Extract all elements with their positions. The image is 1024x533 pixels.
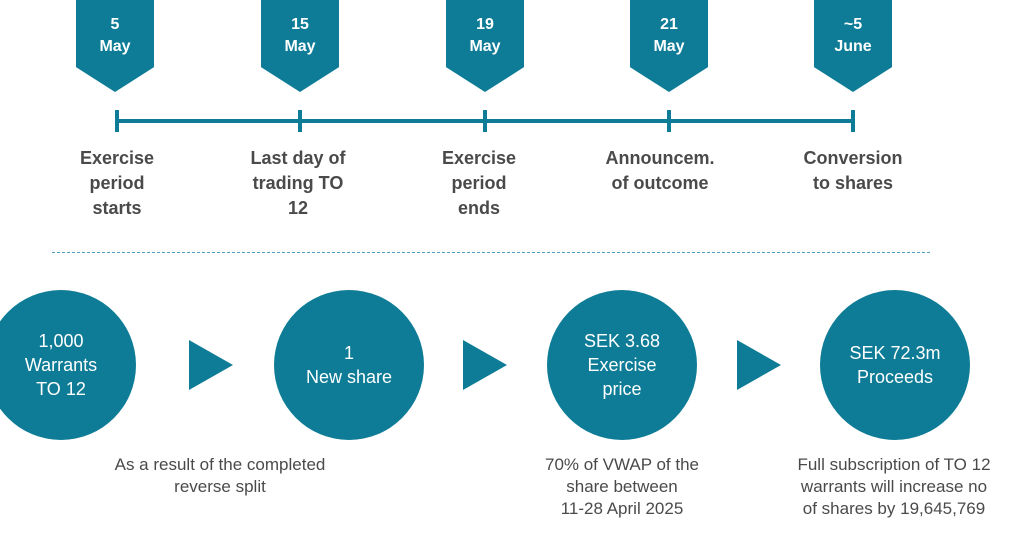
note-line: Full subscription of TO 12 [797, 455, 991, 474]
timeline-tick [851, 110, 855, 132]
note-full-subscription: Full subscription of TO 12 warrants will… [764, 454, 1024, 520]
section-divider [52, 252, 930, 253]
event-label-line: ends [457, 198, 500, 218]
event-label-3: Exercise period ends [404, 146, 554, 221]
flow-circle-exercise-price: SEK 3.68 Exercise price [547, 290, 697, 440]
note-vwap: 70% of VWAP of the share between 11-28 A… [502, 454, 742, 520]
event-label-line: to shares [812, 173, 894, 193]
date-month: May [469, 38, 501, 55]
note-reverse-split: As a result of the completed reverse spl… [60, 454, 380, 498]
flow-line: New share [305, 367, 393, 387]
timeline-tick [298, 110, 302, 132]
event-label-4: Announcem. of outcome [585, 146, 735, 196]
timeline-tick [667, 110, 671, 132]
flow-line: Warrants [24, 355, 98, 375]
event-label-1: Exercise period starts [42, 146, 192, 221]
flow-line: SEK 72.3m [849, 343, 941, 363]
date-day: 5 [110, 16, 120, 33]
flow-circle-new-share: 1 New share [274, 290, 424, 440]
date-month: June [834, 38, 872, 55]
note-line: of shares by 19,645,769 [802, 499, 986, 518]
event-label-line: trading TO [252, 173, 344, 193]
timeline-tick [115, 110, 119, 132]
date-flag-2: 15 May [261, 0, 339, 92]
date-month: May [99, 38, 131, 55]
event-label-line: period [89, 173, 145, 193]
date-month: May [284, 38, 316, 55]
note-line: warrants will increase no [800, 477, 988, 496]
event-label-line: Announcem. [605, 148, 715, 168]
note-line: 70% of VWAP of the [544, 455, 700, 474]
event-label-2: Last day of trading TO 12 [223, 146, 373, 221]
event-label-line: period [451, 173, 507, 193]
date-flag-4: 21 May [630, 0, 708, 92]
flow-circle-warrants: 1,000 Warrants TO 12 [0, 290, 136, 440]
event-label-line: 12 [287, 198, 309, 218]
date-flag-3: 19 May [446, 0, 524, 92]
timeline-tick [483, 110, 487, 132]
date-flag-5: ~5 June [814, 0, 892, 92]
event-label-line: Last day of [250, 148, 346, 168]
note-line: share between [566, 477, 678, 496]
date-flag-1: 5 May [76, 0, 154, 92]
flow-line: Proceeds [856, 367, 934, 387]
flow-line: SEK 3.68 [583, 331, 661, 351]
date-day: 15 [291, 16, 309, 33]
event-label-line: Exercise [79, 148, 155, 168]
flow-line: 1 [343, 343, 354, 363]
date-month: May [653, 38, 685, 55]
note-line: 11-28 April 2025 [560, 499, 684, 518]
event-label-line: Conversion [803, 148, 903, 168]
flow-line: price [602, 379, 642, 399]
date-day: ~5 [843, 16, 863, 33]
date-day: 19 [476, 16, 494, 33]
event-label-5: Conversion to shares [778, 146, 928, 196]
date-day: 21 [660, 16, 678, 33]
flow-arrow [189, 340, 233, 390]
flow-arrow [463, 340, 507, 390]
event-label-line: of outcome [611, 173, 709, 193]
flow-arrow [737, 340, 781, 390]
flow-circle-proceeds: SEK 72.3m Proceeds [820, 290, 970, 440]
flow-line: 1,000 [38, 331, 84, 351]
note-line: As a result of the completed [114, 455, 326, 474]
event-label-line: starts [92, 198, 142, 218]
flow-line: Exercise [587, 355, 657, 375]
event-label-line: Exercise [441, 148, 517, 168]
flow-line: TO 12 [36, 379, 86, 399]
note-line: reverse split [174, 477, 266, 496]
